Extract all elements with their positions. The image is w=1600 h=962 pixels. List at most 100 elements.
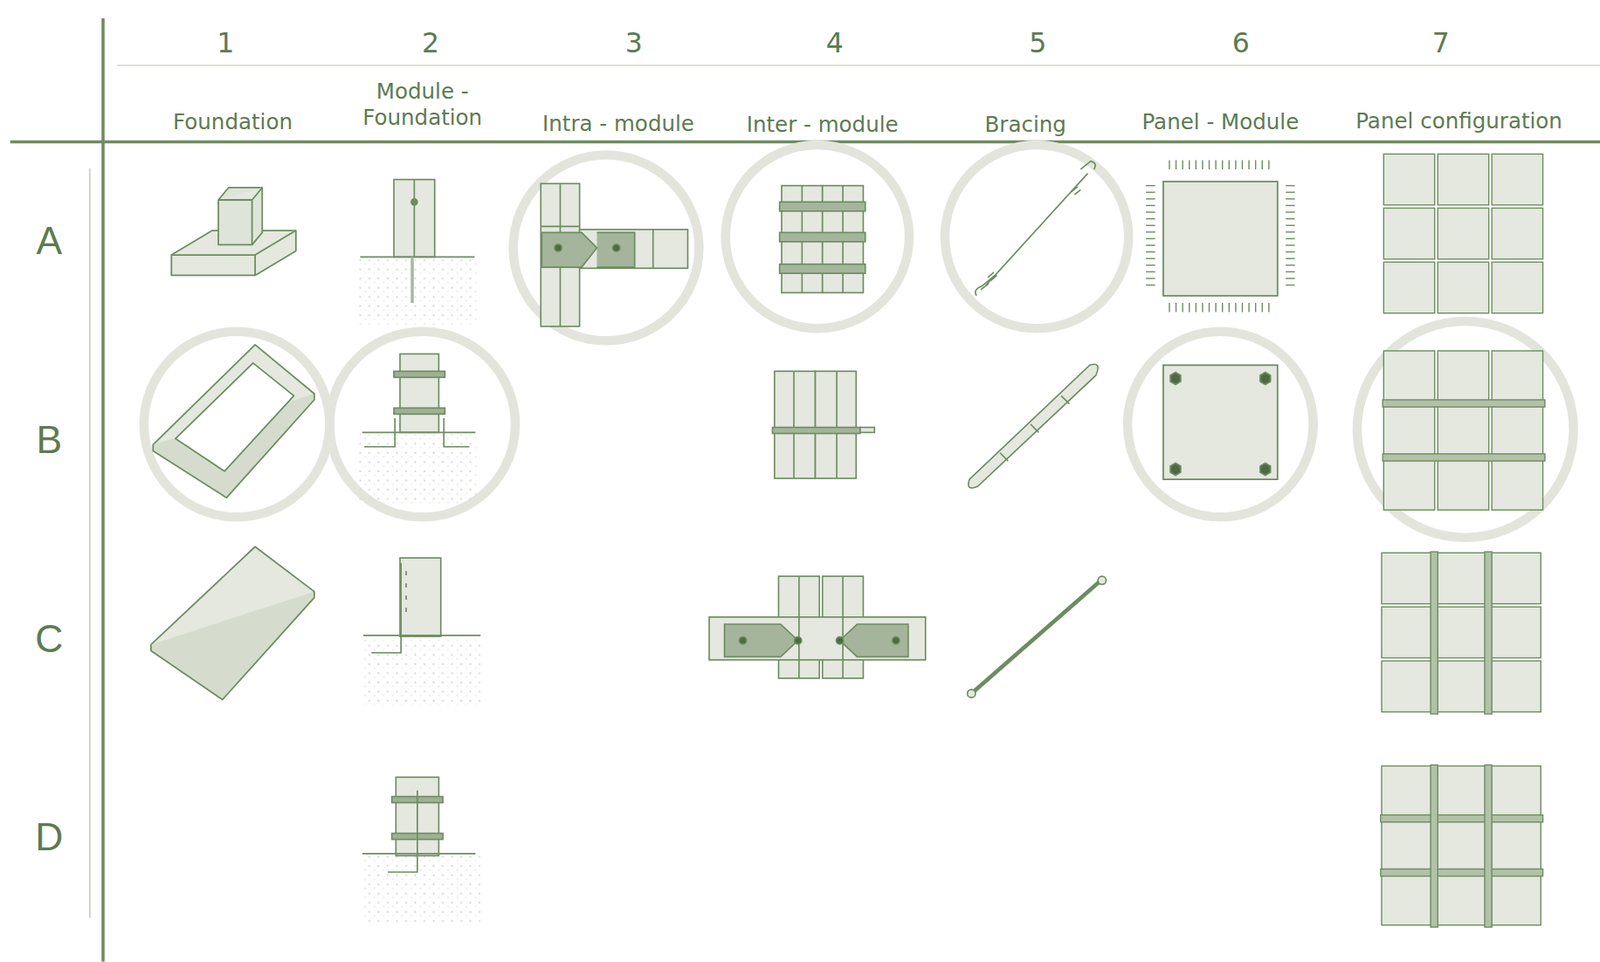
drawing-stroke [540, 226, 580, 228]
drawing-stroke [1437, 459, 1489, 511]
drawing-stroke [709, 617, 926, 661]
column-number: 1 [216, 26, 235, 60]
column-header: Panel - Module [1141, 110, 1299, 136]
drawing-stroke [1484, 765, 1492, 928]
drawing-stroke [144, 331, 331, 518]
drawing-stroke [1381, 874, 1433, 925]
drawing-stroke [1268, 303, 1269, 313]
drawing-stroke [1255, 303, 1256, 313]
drawing-stroke [1489, 606, 1541, 658]
drawing-stroke [613, 244, 621, 252]
drawing-stroke [400, 353, 439, 433]
drawing-stroke [410, 256, 414, 304]
drawing-stroke [1435, 552, 1487, 604]
drawing-stroke [1234, 303, 1236, 313]
drawing-stroke [1262, 159, 1263, 170]
drawing-stroke [387, 790, 418, 872]
drawing-stroke [1208, 159, 1210, 170]
drawing-stroke [1145, 218, 1156, 220]
drawing-stroke [151, 592, 315, 701]
drawing-stroke [1181, 303, 1183, 313]
drawing-stroke [1491, 459, 1543, 511]
drawing-stroke [1491, 351, 1543, 402]
drawing-stroke [117, 64, 1600, 67]
drawing-stroke [1195, 303, 1197, 313]
drawing-stroke [1381, 606, 1433, 658]
drawing-stroke [1437, 153, 1489, 205]
drawing-stroke [1383, 459, 1435, 511]
drawing-stroke [724, 624, 909, 657]
drawing-stroke [835, 371, 838, 479]
drawing-stroke [1228, 159, 1230, 170]
drawing-stroke [1285, 264, 1296, 266]
drawing-stroke [1145, 244, 1156, 246]
drawing-stroke [1435, 765, 1487, 817]
drawing-stroke [1285, 277, 1296, 279]
drawing-stroke [1175, 159, 1177, 170]
drawing-stroke [89, 168, 91, 919]
grid-lines [10, 18, 1600, 962]
drawing-stroke [1181, 159, 1183, 170]
drawing-stroke [218, 187, 263, 245]
column-header: Bracing [984, 111, 1066, 138]
column-header: Inter - module [746, 111, 899, 138]
row-letter: C [34, 616, 63, 663]
drawing-stroke [774, 371, 816, 479]
drawing-stroke [1228, 303, 1230, 313]
drawing-stroke [1285, 198, 1296, 200]
drawing-stroke [1382, 400, 1545, 407]
drawing-stroke [1435, 661, 1487, 712]
drawing-stroke [738, 637, 746, 645]
drawing-stroke [1168, 159, 1170, 170]
drawing-stroke [1437, 207, 1489, 259]
drawing-stroke [1145, 257, 1156, 259]
drawing-stroke [1000, 395, 1069, 462]
drawing-stroke [1221, 303, 1223, 313]
drawing-stroke [1168, 303, 1170, 313]
drawing-stroke [794, 637, 802, 645]
drawing-stroke [1195, 159, 1197, 170]
drawing-stroke [1188, 303, 1190, 313]
column-number: 7 [1432, 26, 1450, 60]
drawing-stroke [1285, 225, 1296, 227]
drawing-stroke [393, 179, 435, 258]
drawing-stroke [1383, 262, 1435, 313]
column-header: Module - Foundation [356, 79, 490, 132]
foundation-options [151, 187, 315, 701]
drawing-stroke [1381, 552, 1433, 604]
drawing-stroke [860, 427, 875, 434]
drawing-stroke [413, 179, 416, 258]
drawing-stroke [175, 363, 295, 472]
column-header: Foundation [172, 110, 293, 136]
drawing-stroke [1285, 238, 1296, 240]
drawing-stroke [363, 634, 481, 637]
drawing-stroke [1380, 815, 1544, 823]
drawing-stroke [1163, 365, 1278, 480]
drawing-stroke [1201, 159, 1203, 170]
drawing-stroke [1437, 262, 1489, 313]
drawing-stroke [1145, 185, 1156, 187]
drawing-stroke [779, 232, 866, 242]
drawing-stroke [1357, 321, 1574, 538]
drawing-stroke [1234, 159, 1236, 170]
drawing-stroke [1241, 159, 1243, 170]
drawing-stroke [1380, 868, 1544, 876]
drawing-stroke [1201, 303, 1203, 313]
drawing-stroke [652, 229, 655, 269]
drawing-stroke [986, 173, 1089, 287]
drawing-stroke [362, 637, 482, 705]
column-number: 3 [625, 26, 643, 60]
drawing-stroke [725, 144, 910, 329]
drawing-stroke [371, 563, 401, 654]
drawing-stroke [1145, 211, 1156, 213]
drawing-stroke [1248, 159, 1249, 170]
drawing-stroke [1489, 661, 1541, 712]
drawing-stroke [1285, 185, 1296, 187]
selection-circles [144, 144, 1574, 538]
drawing-stroke [359, 256, 475, 259]
drawing-stroke [1214, 303, 1216, 313]
drawing-stroke [1435, 874, 1487, 925]
drawing-stroke [1163, 181, 1278, 297]
drawing-stroke [1145, 251, 1156, 253]
